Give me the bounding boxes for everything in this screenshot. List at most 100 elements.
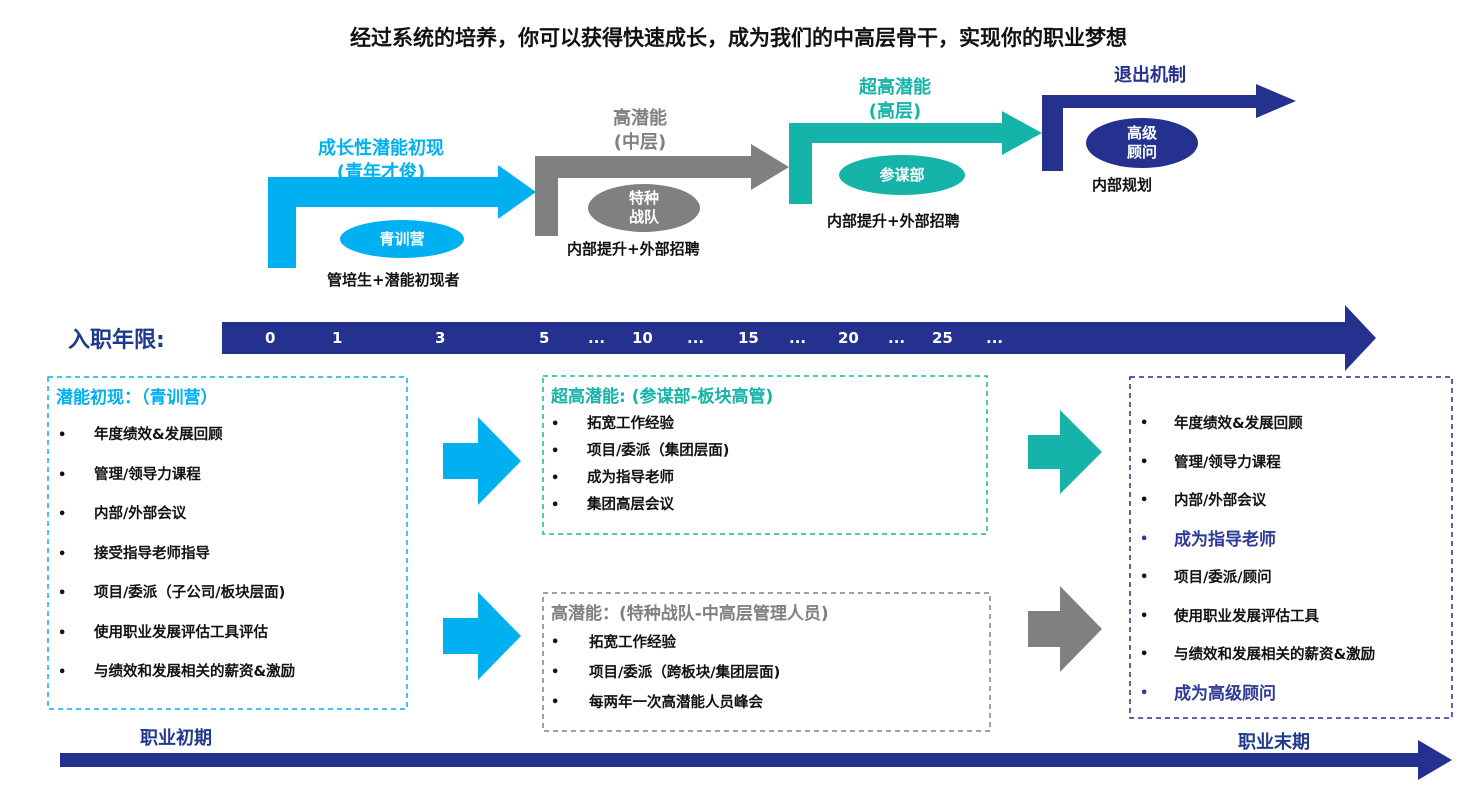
list-item: 集团高层会议	[543, 492, 987, 519]
list-item: 使用职业发展评估工具	[1130, 598, 1452, 637]
timeline-tick: 0	[265, 329, 276, 347]
timeline-tick: ...	[687, 329, 705, 347]
connector-arrow-teal	[1028, 410, 1102, 494]
stage3-note: 内部提升+外部招聘	[827, 212, 960, 230]
list-item: 拓宽工作经验	[543, 411, 987, 438]
list-item: 项目/委派/顾问	[1130, 559, 1452, 598]
list-item-text: 项目/委派/顾问	[1174, 570, 1272, 586]
list-item-text: 与绩效和发展相关的薪资&激励	[1174, 647, 1376, 663]
timeline-tick: 10	[632, 329, 653, 347]
list-item: 与绩效和发展相关的薪资&激励	[1130, 636, 1452, 675]
list-item: 项目/委派（集团层面)	[543, 438, 987, 465]
list-item-text: 项目/委派（子公司/板块层面)	[94, 585, 286, 601]
list-item: 成为高级顾问	[1130, 675, 1452, 714]
stage1-label-line1: 成长性潜能初现	[318, 138, 444, 159]
timeline-tick: 5	[539, 329, 550, 347]
box-early-title: 潜能初现：（青训营）	[56, 388, 218, 408]
list-item-text: 使用职业发展评估工具	[1174, 608, 1319, 625]
stage1-note: 管培生+潜能初现者	[327, 271, 460, 289]
stage2-oval: 特种 战队	[588, 184, 700, 232]
timeline-tick: ...	[789, 329, 807, 347]
timeline-tick: 15	[738, 329, 759, 347]
timeline-tick: ...	[888, 329, 906, 347]
list-item: 内部/外部会议	[1130, 482, 1452, 521]
list-item: 使用职业发展评估工具评估	[48, 614, 407, 654]
list-item-text: 成为指导老师	[1174, 529, 1276, 550]
list-item: 管理/领导力课程	[48, 456, 407, 496]
stage1-step-arrow	[268, 165, 536, 268]
list-item: 与绩效和发展相关的薪资&激励	[48, 653, 407, 693]
list-item-text: 内部/外部会议	[94, 506, 187, 522]
box-late: 年度绩效&发展回顾管理/领导力课程内部/外部会议成为指导老师项目/委派/顾问使用…	[1130, 377, 1452, 718]
stage4-oval-line1: 高级	[1126, 124, 1157, 142]
list-item-text: 管理/领导力课程	[94, 466, 201, 483]
stage2-note: 内部提升+外部招聘	[567, 240, 700, 258]
stage3-label-line2: (高层)	[868, 101, 922, 122]
connector-arrow-cyan-lower	[443, 592, 521, 680]
list-item: 年度绩效&发展回顾	[1130, 405, 1452, 444]
stage4-oval: 高级 顾问	[1086, 118, 1198, 168]
list-item: 年度绩效&发展回顾	[48, 416, 407, 456]
stage1-label-line2: (青年才俊)	[336, 162, 426, 183]
stage1-oval: 青训营	[340, 220, 464, 258]
stage3-oval-text: 参谋部	[879, 165, 925, 184]
list-item-text: 集团高层会议	[587, 497, 674, 513]
timeline-arrow	[222, 305, 1376, 371]
connector-arrow-gray	[1028, 586, 1102, 672]
list-item: 接受指导老师指导	[48, 535, 407, 575]
list-item-text: 年度绩效&发展回顾	[1174, 416, 1303, 432]
list-item: 内部/外部会议	[48, 495, 407, 535]
stage2-step-arrow	[535, 144, 789, 236]
timeline-tick: 3	[435, 329, 446, 347]
box-super-list: 拓宽工作经验项目/委派（集团层面) 成为指导老师集团高层会议	[543, 411, 987, 519]
box-high-list: 拓宽工作经验项目/委派（跨板块/集团层面) 每两年一次高潜能人员峰会	[543, 628, 990, 718]
box-early-list: 年度绩效&发展回顾管理/领导力课程内部/外部会议接受指导老师指导项目/委派（子公…	[48, 416, 407, 693]
timeline-tick: 1	[332, 329, 343, 347]
stage4-oval-line2: 顾问	[1126, 143, 1157, 161]
list-item-text: 管理/领导力课程	[1174, 454, 1281, 471]
list-item-text: 成为高级顾问	[1174, 683, 1276, 704]
list-item: 成为指导老师	[543, 465, 987, 492]
stage2-oval-line2: 战队	[628, 208, 659, 226]
stage4-label: 退出机制	[1114, 65, 1186, 86]
list-item-text: 使用职业发展评估工具评估	[94, 624, 268, 641]
stage2-label-line2: (中层)	[613, 132, 667, 153]
career-arrow	[60, 740, 1452, 780]
timeline-tick: 25	[932, 329, 953, 347]
list-item-text: 每两年一次高潜能人员峰会	[589, 695, 763, 711]
timeline-tick: ...	[588, 329, 606, 347]
list-item-text: 拓宽工作经验	[589, 635, 676, 651]
box-high-title: 高潜能：(特种战队-中高层管理人员)	[551, 604, 829, 624]
list-item-text: 项目/委派（跨板块/集团层面)	[589, 665, 781, 681]
list-item-text: 年度绩效&发展回顾	[94, 427, 223, 443]
list-item: 成为指导老师	[1130, 521, 1452, 560]
list-item-text: 内部/外部会议	[1174, 493, 1267, 509]
box-super: 超高潜能: (参谋部-板块高管) 拓宽工作经验项目/委派（集团层面) 成为指导老师…	[543, 376, 987, 534]
career-start-label: 职业初期	[140, 728, 212, 749]
stage4-note: 内部规划	[1092, 176, 1153, 194]
stage3-label: 超高潜能 (高层)	[840, 76, 950, 124]
list-item: 每两年一次高潜能人员峰会	[543, 688, 990, 718]
timeline-tick: 20	[838, 329, 859, 347]
box-early: 潜能初现：（青训营） 年度绩效&发展回顾管理/领导力课程内部/外部会议接受指导老…	[48, 377, 407, 709]
stage3-step-arrow	[789, 111, 1042, 204]
stage2-oval-line1: 特种	[628, 189, 659, 207]
stage2-label-line1: 高潜能	[613, 108, 667, 129]
box-high: 高潜能：(特种战队-中高层管理人员) 拓宽工作经验项目/委派（跨板块/集团层面)…	[543, 593, 990, 731]
page-title: 经过系统的培养，你可以获得快速成长，成为我们的中高层骨干，实现你的职业梦想	[350, 26, 1127, 50]
stage1-label: 成长性潜能初现 (青年才俊)	[300, 137, 462, 185]
list-item-text: 与绩效和发展相关的薪资&激励	[94, 664, 296, 680]
stage1-oval-text: 青训营	[379, 229, 425, 248]
box-super-title: 超高潜能: (参谋部-板块高管)	[551, 387, 774, 407]
timeline-label: 入职年限:	[68, 328, 165, 353]
list-item-text: 拓宽工作经验	[587, 416, 674, 432]
list-item-text: 接受指导老师指导	[94, 545, 210, 562]
list-item: 拓宽工作经验	[543, 628, 990, 658]
timeline-tick: ...	[986, 329, 1004, 347]
list-item-text: 成为指导老师	[587, 470, 674, 486]
stage3-label-line1: 超高潜能	[859, 77, 931, 98]
list-item: 管理/领导力课程	[1130, 444, 1452, 483]
career-end-label: 职业末期	[1238, 732, 1310, 753]
stage3-oval: 参谋部	[839, 155, 965, 195]
